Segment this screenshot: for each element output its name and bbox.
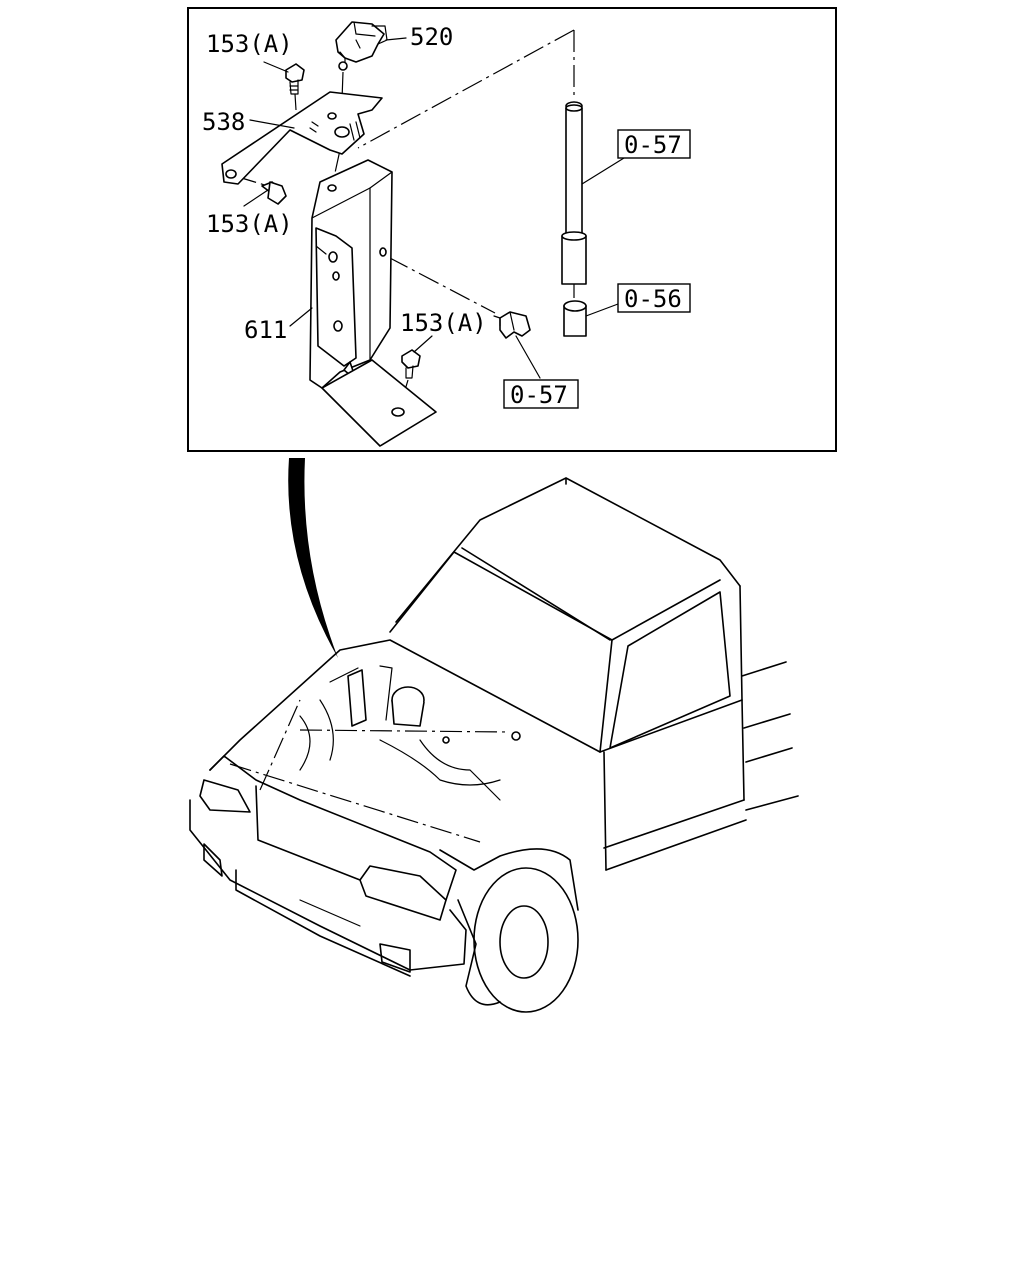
ref-box-clip: 0-57 — [503, 379, 579, 409]
ref-label-cap: 0-56 — [624, 285, 682, 313]
ref-label-antenna: 0-57 — [624, 131, 682, 159]
truck-illustration — [189, 477, 799, 1013]
module-611 — [309, 159, 437, 447]
callout-153a-right: 153(A) — [400, 309, 487, 337]
ref-box-cap: 0-56 — [617, 283, 691, 313]
ref-label-clip: 0-57 — [510, 381, 568, 409]
detail-frame — [187, 7, 837, 452]
callout-153a-left: 153(A) — [206, 210, 293, 238]
detail-pointer — [288, 458, 338, 658]
bracket-538 — [221, 91, 383, 185]
cap-0-56 — [563, 300, 587, 337]
connector-520 — [335, 21, 388, 71]
leader-lines — [243, 37, 625, 379]
clip-0-57 — [493, 311, 531, 339]
bolt-153a-right — [401, 349, 421, 379]
callout-153a-top: 153(A) — [206, 30, 293, 58]
callout-538: 538 — [202, 108, 245, 136]
antenna-0-57 — [561, 101, 587, 285]
ref-box-antenna: 0-57 — [617, 129, 691, 159]
bolt-153a-left — [261, 181, 287, 205]
bolt-153a-top — [285, 63, 305, 95]
callout-520: 520 — [410, 23, 453, 51]
callout-611: 611 — [244, 316, 287, 344]
